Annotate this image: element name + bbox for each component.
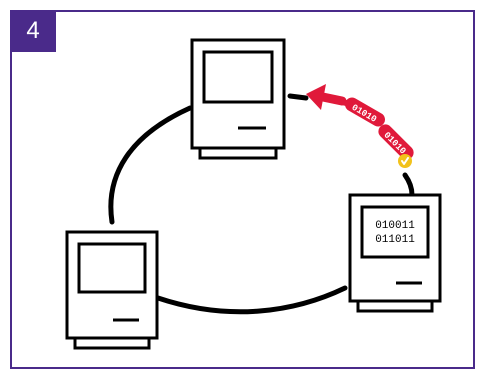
connection-top-left: [108, 105, 193, 225]
step-number-badge: 4: [10, 10, 56, 52]
screen-line-1: 010011: [375, 220, 415, 232]
connection-top-stub: [287, 93, 309, 101]
data-packet-1: 01010: [345, 97, 385, 127]
computer-right: 010011 011011: [348, 193, 442, 313]
checkmark-icon: [398, 154, 412, 168]
panel-frame: [10, 10, 475, 369]
connection-left-right: [155, 285, 348, 315]
connection-right-top: [402, 172, 415, 198]
arrow-icon: [306, 84, 347, 110]
data-packet-2: 01010: [378, 124, 414, 160]
screen-line-2: 011011: [375, 234, 415, 246]
computer-left: [65, 230, 159, 350]
computer-top: [190, 38, 286, 160]
